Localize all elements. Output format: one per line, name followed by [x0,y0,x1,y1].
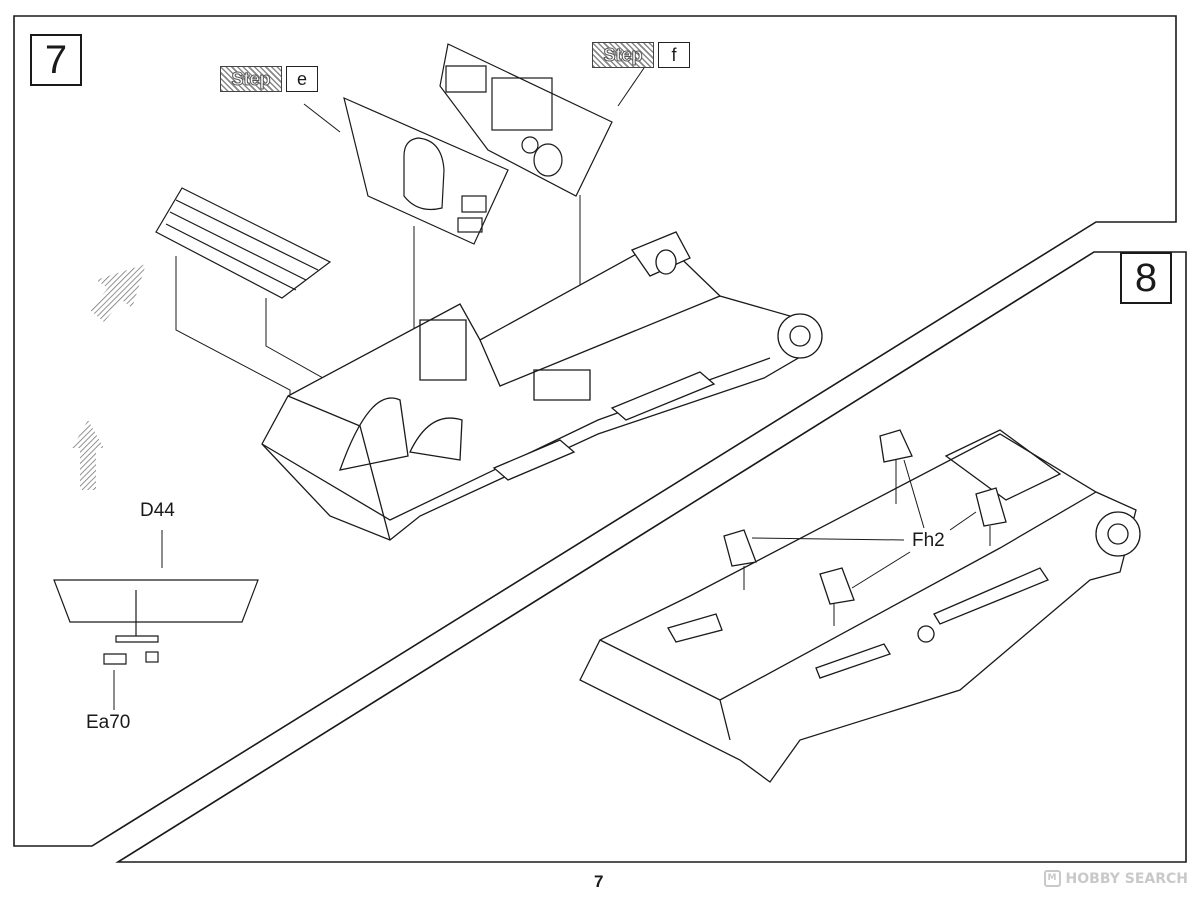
rear-plate-part [155,187,332,299]
d44-fender-part [53,579,259,665]
step-8-hull-assembly [579,429,1141,783]
part-label-ea70: Ea70 [86,712,131,733]
watermark-text: HOBBY SEARCH [1065,870,1188,887]
step-ref-word: Step [592,42,654,68]
step-ref-f: Step f [592,42,690,68]
step-7-hull-assembly [261,231,823,541]
watermark-logo-icon: M [1043,870,1061,887]
direction-arrow-icon [90,264,146,322]
part-label-d44: D44 [140,500,175,521]
step-ref-letter: e [286,66,318,92]
step-number-7: 7 [30,34,82,86]
step-ref-word: Step [220,66,282,92]
step-e-side-panel [343,96,509,245]
step-f-side-panel [439,43,613,197]
step-number-8: 8 [1120,252,1172,304]
watermark: M HOBBY SEARCH [1043,870,1188,887]
step-ref-e: Step e [220,66,318,92]
step-7-panel-border [13,15,1177,847]
part-label-fh2: Fh2 [912,530,945,551]
step-ref-letter: f [658,42,690,68]
page-number: 7 [594,872,604,891]
up-arrow-icon [72,420,104,490]
